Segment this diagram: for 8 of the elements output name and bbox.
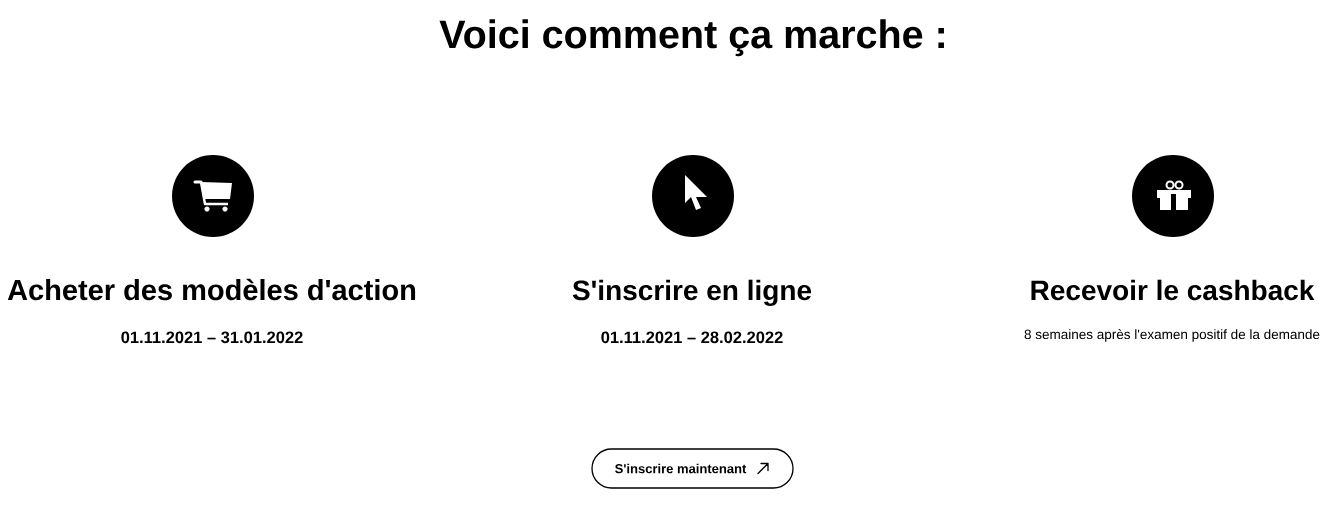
step-note: 8 semaines après l'examen positif de la demande [1024,329,1320,342]
step-heading: Recevoir le cashback [1031,279,1315,301]
title: Voici comment ça marche : [439,19,944,57]
date-range: 01.11.2021 – 28.02.2022 [601,331,783,344]
step-heading: S'inscrire en ligne [572,279,812,306]
date-range: 01.11.2021 – 31.01.2022 [121,331,303,344]
step-heading: Acheter des modèles d'action [7,278,416,301]
link-button: S'inscrire maintenant [591,448,794,489]
